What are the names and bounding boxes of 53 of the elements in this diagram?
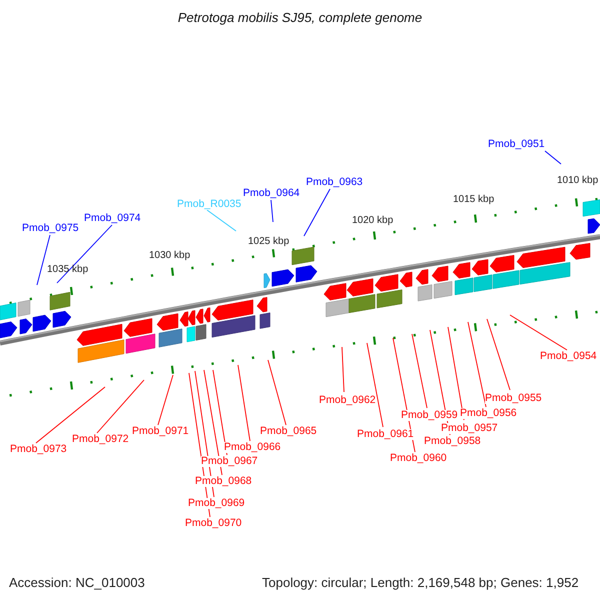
- gene-label: Pmob_0954: [540, 351, 597, 362]
- gene-label: Pmob_0968: [195, 476, 252, 486]
- leader-line: [206, 210, 236, 232]
- gene-label: Pmob_0959: [401, 410, 458, 420]
- scale-label: 1035 kbp: [47, 265, 88, 275]
- scale-label: 1030 kbp: [149, 251, 190, 261]
- gene-label: Pmob_0966: [224, 442, 281, 452]
- leader-line: [270, 200, 274, 222]
- gene-label: Pmob_R0035: [177, 199, 242, 210]
- leader-line: [304, 188, 330, 236]
- gene-label: Pmob_0967: [201, 456, 258, 466]
- gene-label: Pmob_0955: [485, 393, 542, 404]
- leader-line: [238, 364, 250, 442]
- leader-line: [56, 224, 112, 284]
- gene-label: Pmob_0951: [488, 139, 545, 150]
- gene-label: Pmob_0974: [84, 213, 141, 224]
- gene-label: Pmob_0969: [188, 498, 245, 508]
- gene-label: Pmob_0970: [185, 518, 242, 528]
- leader-line: [468, 322, 486, 408]
- leader-line: [342, 346, 344, 392]
- gene-label: Pmob_0973: [10, 444, 67, 454]
- gene-label: Pmob_0963: [306, 177, 363, 188]
- scale-label: 1010 kbp: [557, 176, 598, 186]
- gene-label: Pmob_0965: [260, 426, 317, 436]
- scale-label: 1025 kbp: [248, 237, 290, 247]
- gene-label: Pmob_0964: [243, 188, 300, 198]
- leader-line: [96, 380, 144, 434]
- leader-line: [510, 314, 568, 350]
- leader-line: [36, 386, 106, 444]
- gene-label: Pmob_0972: [72, 434, 129, 444]
- leader-line: [366, 342, 384, 428]
- leader-line: [448, 326, 464, 420]
- title: Petrotoga mobilis SJ95, complete genome: [176, 11, 424, 24]
- leader-line: [544, 150, 562, 164]
- leader-line: [412, 334, 428, 408]
- gene-label: Pmob_0957: [441, 423, 498, 434]
- gene-label: Pmob_0975: [22, 223, 79, 234]
- gene-label: Pmob_0962: [319, 395, 376, 406]
- leader-line: [212, 370, 228, 456]
- leader-line: [268, 360, 286, 426]
- leader-line: [204, 370, 222, 476]
- leader-line: [36, 234, 50, 286]
- footer-text: Topology: circular; Length: 2,169,548 bp; Genes: 1,952: [262, 576, 579, 589]
- footer-text: Accession: NC_010003: [9, 576, 145, 589]
- gene-label: Pmob_0971: [132, 426, 189, 436]
- gene-label: Pmob_0960: [390, 453, 447, 464]
- scale-label: 1020 kbp: [352, 216, 394, 226]
- gene-label: Pmob_0958: [424, 436, 481, 446]
- leader-line: [486, 318, 510, 390]
- leader-line: [158, 374, 174, 426]
- scale-label: 1015 kbp: [453, 195, 494, 205]
- gene-label: Pmob_0956: [460, 408, 517, 418]
- gene-label: Pmob_0961: [357, 429, 414, 440]
